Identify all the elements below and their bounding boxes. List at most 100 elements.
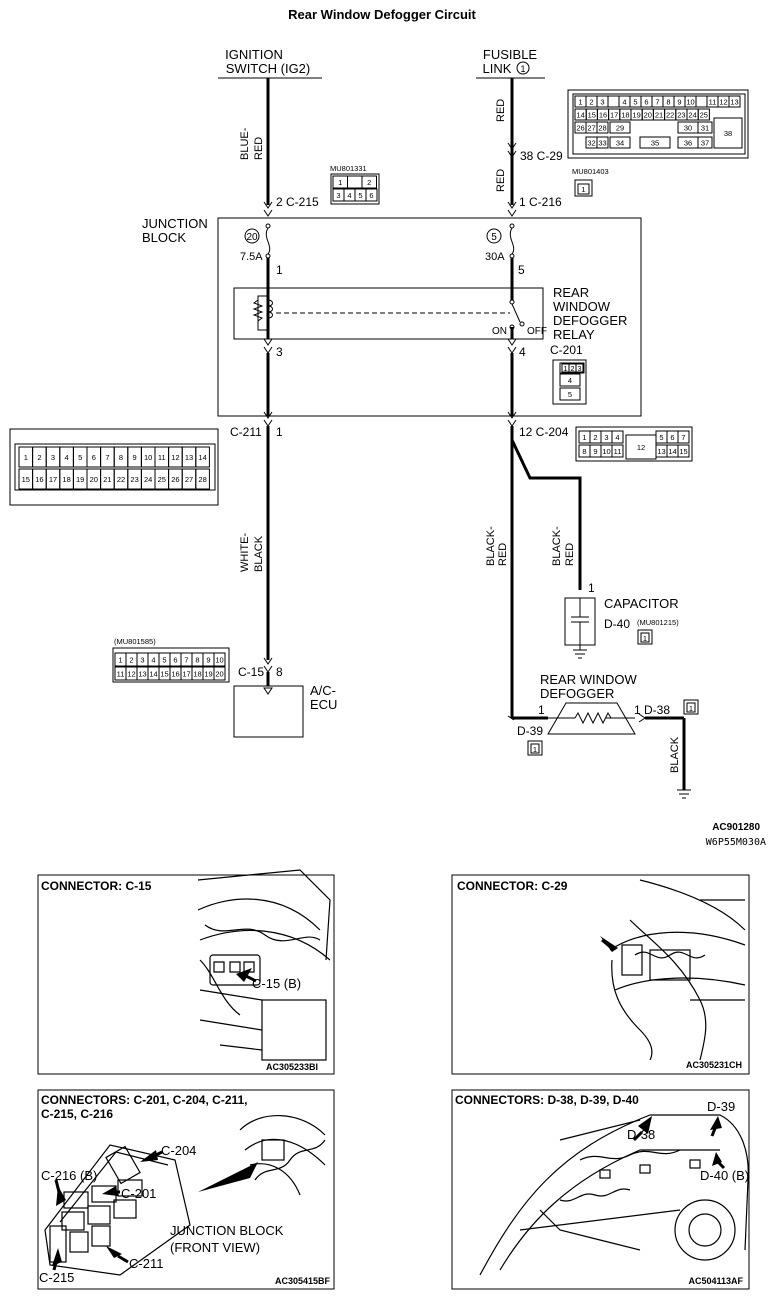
c29-pin-label: 32 [587,139,595,148]
pin-5: 5 [518,263,525,277]
c29-pin-label: 38 [724,129,732,138]
ac-ecu-label-1: A/C- [310,683,336,698]
c15-pin-cell [213,666,226,681]
panel-jb-label-1: JUNCTION BLOCK [170,1223,284,1238]
c29-pin-label: 6 [644,98,648,107]
defogger-relay [233,287,544,340]
c29-pin-label: 7 [655,98,659,107]
c29-pin-label: 1 [578,98,582,107]
c15-pin-label: 16 [171,670,179,679]
c29-pin-cell [607,95,620,108]
c204-pin-label: 4 [615,433,619,442]
c29-pin-cell [609,136,631,149]
c211-pin-label: 17 [49,475,57,484]
c204-pin-label: 15 [679,447,687,456]
c29-pin-cell [713,117,743,149]
relay-label-1: REAR [553,285,589,300]
c15-pin-label: 20 [215,670,223,679]
c29-pin-label: 23 [677,111,685,120]
c29-pin-label: 17 [610,111,618,120]
c29-pin-label: 15 [588,111,596,120]
wire-color-white-black-1: WHITE- [239,533,251,572]
connector-c211-label: C-211 [230,425,262,439]
c29-pin-label: 26 [576,124,584,133]
c211-pin-label: 25 [158,475,166,484]
panel-jb-c204: C-204 [161,1143,196,1158]
c29-pin-label: 22 [666,111,674,120]
panel-connector-c29: CONNECTOR: C-29 AC305231CH [451,874,750,1075]
panel-d-connectors: CONNECTORS: D-38, D-39, D-40 D-38 D-39 D… [451,1089,750,1290]
c201-pin-cell [559,373,581,387]
c211-pin-label: 3 [51,453,55,462]
c15-pin-label: 15 [160,670,168,679]
relay-label-2: WINDOW [553,299,611,314]
pin-3: 3 [276,345,283,359]
c211-pin-label: 1 [24,453,28,462]
mu801331-pin-label: 2 [367,178,371,187]
panel-c29-title: CONNECTOR: C-29 [457,879,568,893]
pin-4: 4 [519,345,526,359]
c29-pin-label: 13 [730,98,738,107]
c29-pin-label: 27 [587,124,595,133]
c15-pin-label: 17 [182,670,190,679]
c29-pin-label: 20 [644,111,652,120]
figure-id-1: AC901280 [712,822,760,833]
c29-pin-label: 16 [599,111,607,120]
c204-pin-label: 2 [593,433,597,442]
mu801331-pin-label: 3 [336,191,340,200]
c211-pin-label: 15 [22,475,30,484]
c211-pin-label: 10 [144,453,152,462]
c204-pin-label: 6 [670,433,674,442]
junction-block-label-1: JUNCTION [142,216,208,231]
c29-pin-label: 35 [651,139,659,148]
c204-pin-label: 5 [659,433,663,442]
relay-on-label: ON [492,326,507,337]
ignition-label-1: IGNITION [225,47,283,62]
c201-pin-label: 1 [563,364,567,373]
c204-pin-label: 13 [657,447,665,456]
c201-pin-label: 2 [570,364,574,373]
panel-d-d38: D-38 [627,1127,655,1142]
figure-id-2: W6P55M030A [706,837,766,848]
connector-c201-label: C-201 [550,343,583,357]
c15-pin-label: 18 [193,670,201,679]
pin-c215: 2 C-215 [276,195,319,209]
relay-off-label: OFF [527,326,547,337]
c29-pin-label: 18 [621,111,629,120]
c29-pin-label: 12 [719,98,727,107]
c29-pin-label: 24 [688,111,696,120]
c204-pin-label: 8 [582,447,586,456]
c29-pin-cell [609,121,631,134]
c211-pin-label: 22 [117,475,125,484]
c29-pin-label: 31 [701,124,709,133]
c29-pin-label: 14 [576,111,584,120]
mu801331-pin-label: 6 [369,191,373,200]
mu801331-pin-cell [365,188,378,202]
relay-label-4: RELAY [553,327,595,342]
c211-pin-label: 18 [62,475,70,484]
c29-pin-cell [697,108,710,121]
c29-pin-cell [596,136,609,149]
defogger-pin-left: 1 [538,703,545,717]
c211-pin-label: 23 [130,475,138,484]
wire-color-red-lower: RED [495,169,507,192]
c29-pin-cell [596,121,609,134]
wire-color-blue-red-1: BLUE- [239,127,251,160]
connector-d39-label: D-39 [517,724,543,738]
c15-pin-label: 4 [151,656,155,665]
c29-pin-label: 36 [684,139,692,148]
c15-pin-label: 7 [184,656,188,665]
pin-c204: 12 C-204 [519,425,569,439]
part-mu801215: (MU801215) [637,618,679,627]
c204-pin-label: 7 [681,433,685,442]
c211-pin-label: 2 [37,453,41,462]
c211-pin-label: 21 [103,475,111,484]
c15-pin-label: 2 [129,656,133,665]
c15-pin-label: 11 [117,670,125,679]
wire-color-black-red-1: BLACK- [485,526,497,566]
